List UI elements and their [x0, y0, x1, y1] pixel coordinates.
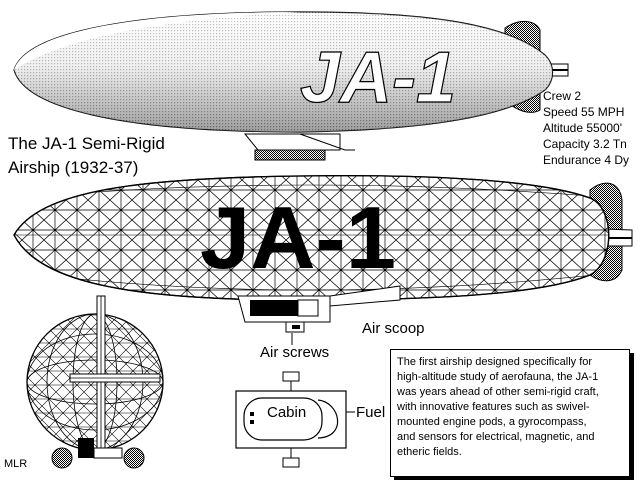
fuel-label: Fuel: [356, 404, 386, 421]
spec-endurance: Endurance 4 Dy: [543, 153, 630, 167]
diagram-title: The JA-1 Semi-Rigid Airship (1932-37): [8, 132, 165, 180]
description-line: with innovative features such as swivel-: [397, 401, 590, 413]
cabin-label: Cabin: [267, 404, 307, 421]
description-line: etheric fields.: [397, 446, 462, 458]
top-hull-marking: JA-1: [300, 38, 456, 118]
air-scoop-label: Air scoop: [362, 320, 425, 337]
description-line: mounted engine pods, a gyrocompass,: [397, 416, 587, 428]
description-line: The first airship designed specifically …: [397, 356, 593, 368]
main-hull-marking: JA-1: [200, 188, 396, 287]
spec-crew: Crew 2: [543, 89, 582, 103]
spec-altitude: Altitude 55000': [543, 121, 623, 135]
title-line-1: The JA-1 Semi-Rigid: [8, 134, 165, 153]
description-line: high-altitude study of aerofauna, the JA…: [397, 371, 599, 383]
artist-signature: MLR: [4, 458, 28, 470]
spec-capacity: Capacity 3.2 Tn: [543, 137, 627, 151]
description-line: was years ahead of other semi-rigid craf…: [397, 386, 599, 398]
air-screws-label: Air screws: [260, 344, 330, 361]
spec-speed: Speed 55 MPH: [543, 105, 625, 119]
main-airship: JA-1: [13, 174, 633, 333]
top-airship: JA-1: [13, 11, 569, 161]
description-line: and sensors for electrical, magnetic, an…: [397, 431, 595, 443]
description-box: The first airship designed specifically …: [390, 349, 630, 477]
front-view-sphere: [26, 295, 164, 469]
spec-list: Crew 2 Speed 55 MPH Altitude 55000' Capa…: [543, 88, 629, 168]
title-line-2: Airship (1932-37): [8, 158, 139, 177]
cabin-plan: [235, 371, 355, 468]
